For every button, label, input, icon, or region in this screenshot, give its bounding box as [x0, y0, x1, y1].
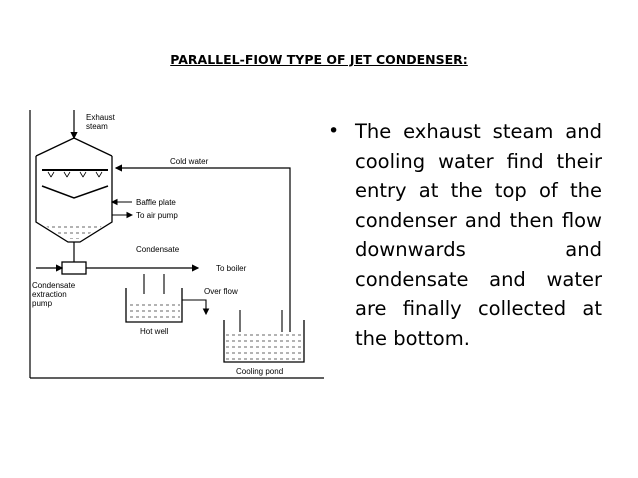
label-extraction-3: pump	[32, 299, 53, 308]
label-baffle-plate: Baffle plate	[136, 198, 176, 207]
label-condensate: Condensate	[136, 245, 180, 254]
baffle-plate	[41, 185, 109, 199]
condenser-top	[35, 137, 113, 157]
label-over-flow: Over flow	[204, 287, 238, 296]
label-cooling-pond: Cooling pond	[236, 367, 283, 376]
extraction-pump	[61, 261, 87, 275]
label-extraction-2: extraction	[32, 290, 67, 299]
bullet-marker: •	[328, 120, 340, 142]
slide-title: PARALLEL-FIOW TYPE OF JET CONDENSER:	[170, 52, 468, 67]
hot-well	[125, 288, 183, 323]
jet-condenser-diagram: Exhaust steam Cold water Baffle plate To…	[29, 110, 324, 379]
label-to-boiler: To boiler	[216, 264, 247, 273]
label-hot-well: Hot well	[140, 327, 169, 336]
bullet-list: • The exhaust steam and cooling water fi…	[328, 117, 602, 353]
label-to-air-pump: To air pump	[136, 211, 178, 220]
cooling-pond	[223, 320, 305, 363]
cold-water-line	[114, 164, 291, 332]
spray-nozzles	[47, 171, 103, 178]
label-exhaust: Exhaust	[86, 113, 116, 122]
label-extraction-1: Condensate	[32, 281, 76, 290]
bullet-text: The exhaust steam and cooling water find…	[355, 120, 602, 350]
overflow-pipe	[182, 299, 210, 316]
label-steam: steam	[86, 122, 108, 131]
label-cold-water: Cold water	[170, 157, 209, 166]
